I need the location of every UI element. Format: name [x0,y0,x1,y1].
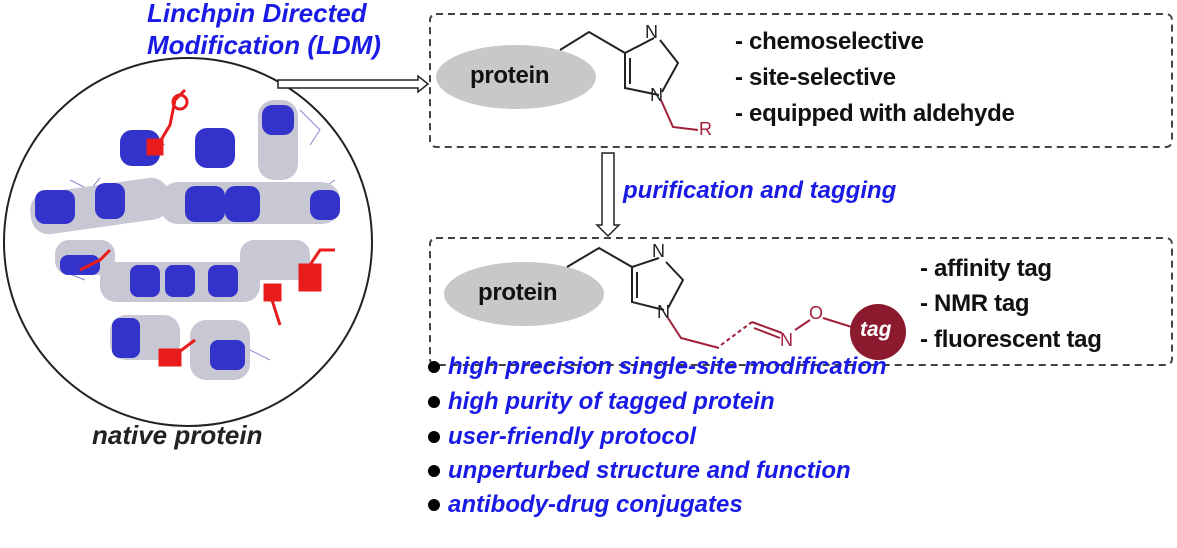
feature-1: - chemoselective [735,28,924,55]
oxime-o: O [809,303,824,323]
advantage-item: user-friendly protocol [428,423,696,451]
transition-label: purification and tagging [623,177,897,204]
tag-circle [850,304,906,360]
linker-r-chain [660,99,699,131]
advantage-item: antibody-drug conjugates [428,491,743,519]
advantage-text: high purity of tagged protein [448,388,775,415]
protein-ellipse-2 [444,262,604,326]
tag-label: tag [860,318,892,341]
advantage-text: user-friendly protocol [448,423,697,450]
advantage-text: high precision single-site modification [448,353,887,380]
helix-ribbons [30,100,340,380]
native-protein-label: native protein [92,420,263,450]
purification-arrow-down [595,152,621,238]
atom-n1: N [650,85,663,105]
atom-n1-2: N [657,302,670,322]
bullet-icon [428,361,440,373]
bullet-icon [428,465,440,477]
advantage-text: antibody-drug conjugates [448,491,743,518]
protein-ellipse [436,45,596,109]
tagged-product-box [429,237,1173,366]
title-line-2: Modification (LDM) [147,30,381,60]
advantage-item: high purity of tagged protein [428,388,775,416]
advantage-item: unperturbed structure and function [428,457,851,485]
ldm-arrow-right [277,74,430,94]
advantage-item: high precision single-site modification [428,353,887,381]
highlighted-residues [79,88,335,367]
bullet-icon [428,431,440,443]
imidazole-structure-2 [566,246,685,311]
advantage-text: unperturbed structure and function [448,457,851,484]
oxime-linker [667,317,856,349]
imidazole-structure [559,30,680,96]
bullet-icon [428,396,440,408]
atom-n3-2: N [652,241,665,261]
ldm-product-box [429,13,1173,148]
bullet-icon [428,499,440,511]
feature-3: - equipped with aldehyde [735,100,1015,127]
tag-feature-2: - NMR tag [920,290,1030,317]
oxime-n: N [780,330,793,350]
native-protein-structure [3,57,373,427]
protein-label-2: protein [478,279,558,306]
title-line-1: Linchpin Directed [147,0,367,28]
atom-n3: N [645,22,658,42]
protein-label: protein [470,62,550,89]
r-group-label: R [699,119,712,139]
tag-feature-3: - fluorescent tag [920,326,1102,353]
tag-feature-1: - affinity tag [920,255,1052,282]
feature-2: - site-selective [735,64,896,91]
